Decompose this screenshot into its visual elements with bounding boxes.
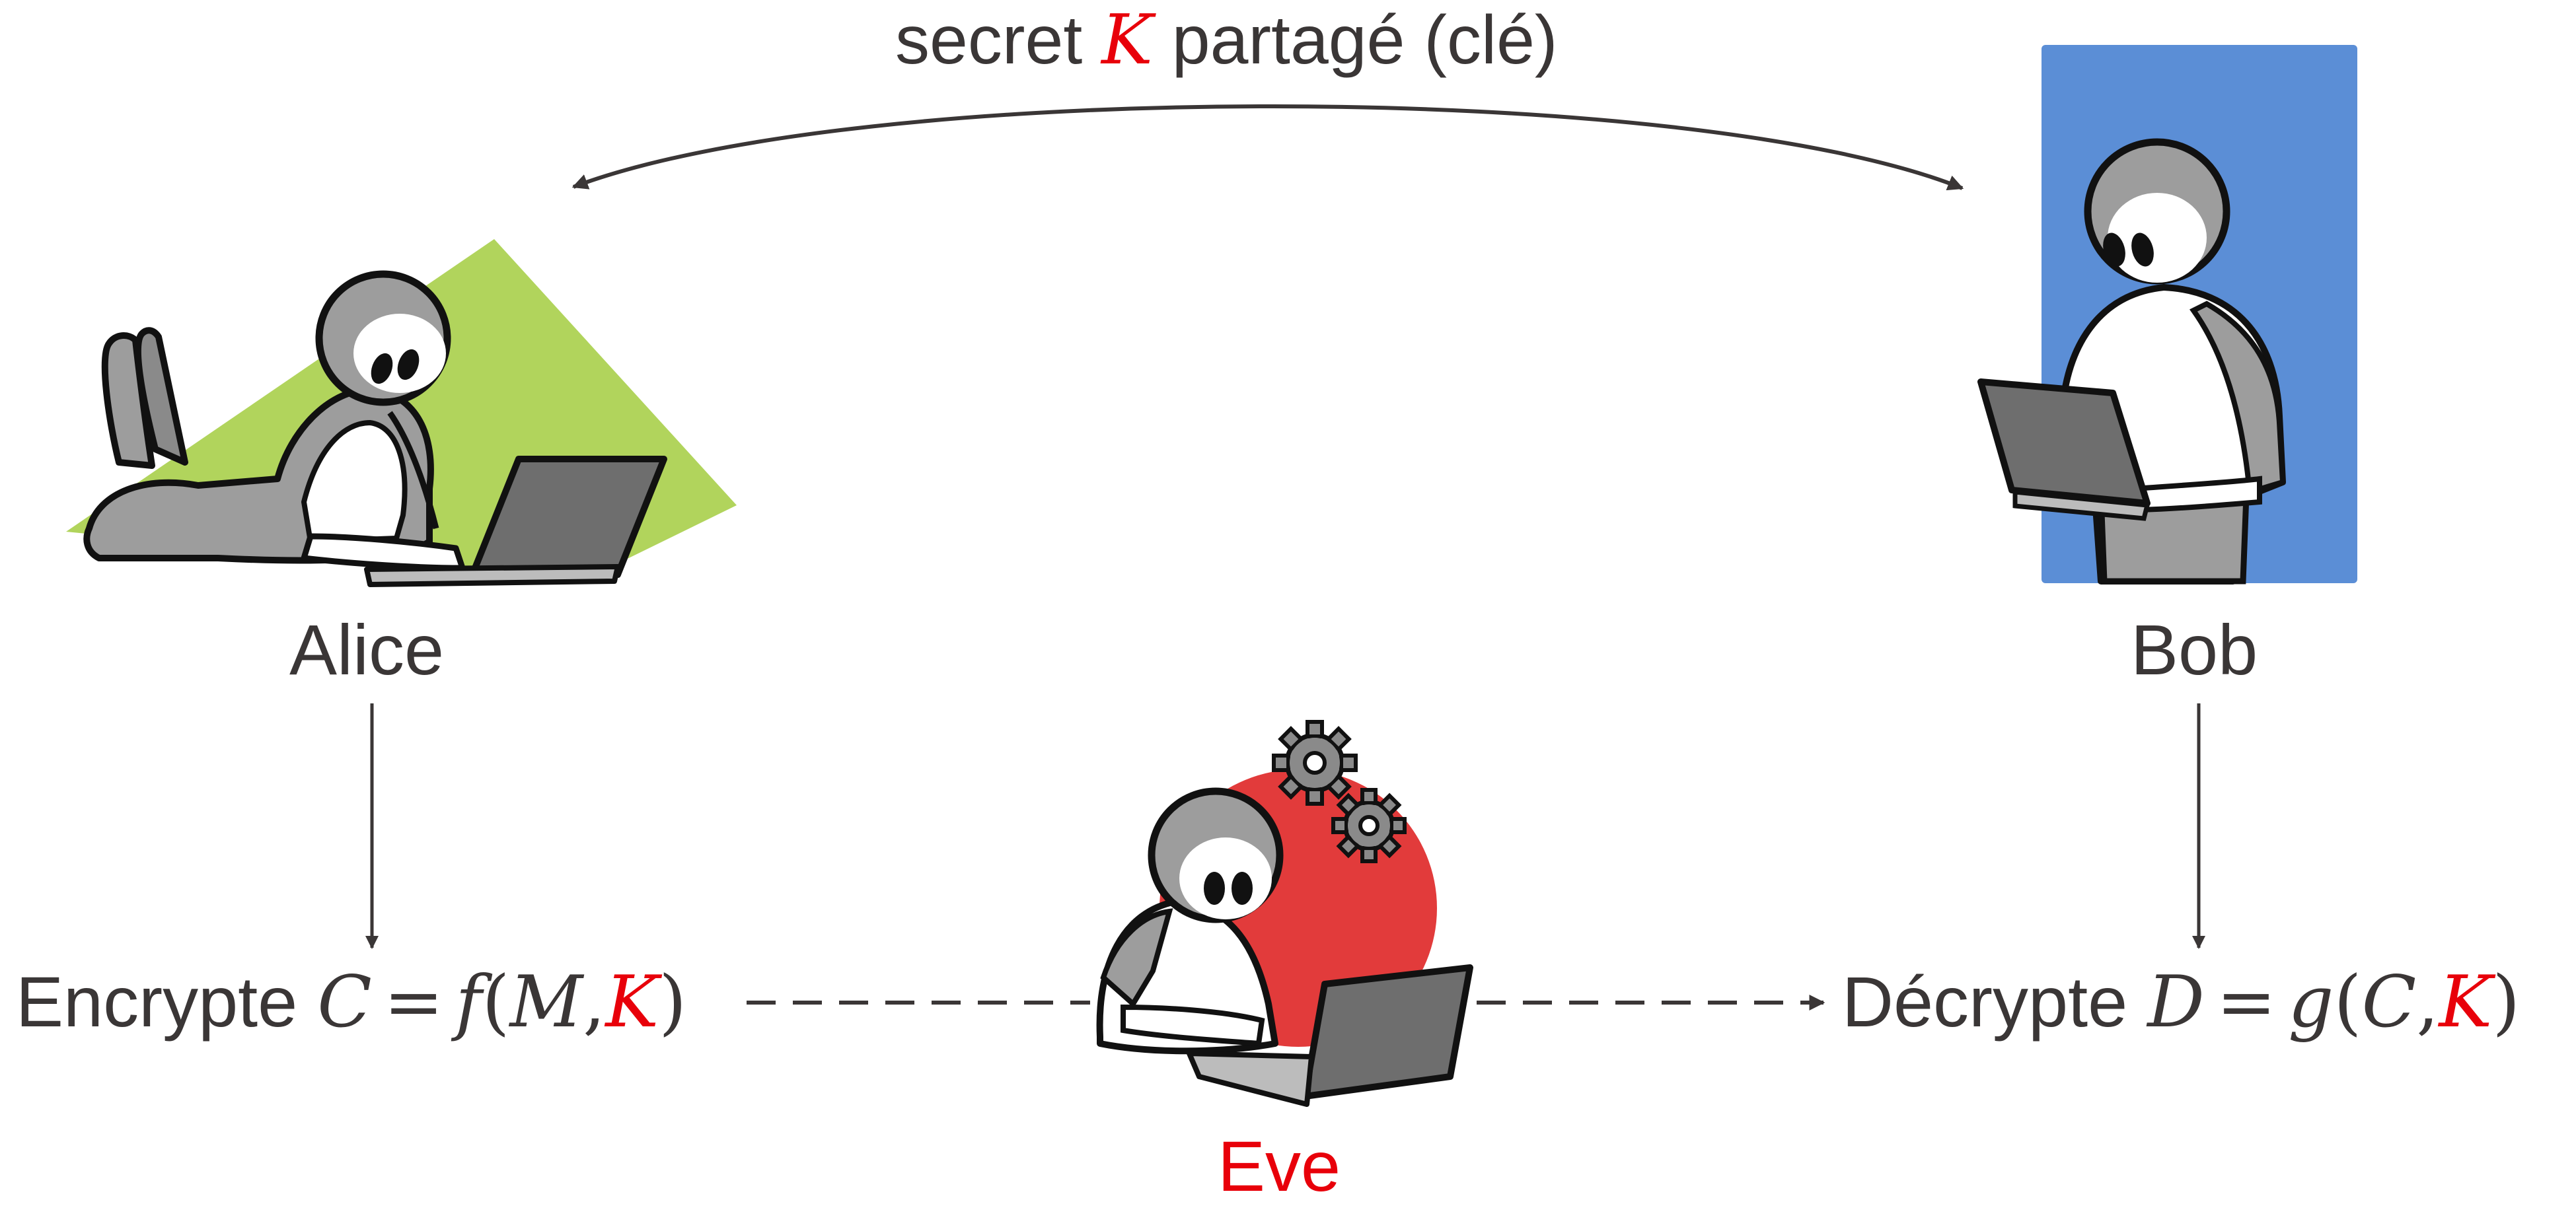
encrypt-lhs: C	[317, 961, 372, 1044]
decrypt-lhs: D	[2147, 961, 2205, 1044]
shared-secret-suffix: partagé (clé)	[1171, 2, 1558, 79]
decrypt-eq: =	[2216, 961, 2277, 1044]
gear-icon	[1331, 788, 1407, 863]
decrypt-arg1: C	[2361, 961, 2417, 1044]
encrypt-arg1: M	[509, 961, 583, 1044]
encrypt-formula: Encrypte C=f(M,K)	[16, 966, 686, 1038]
decrypt-formula: Décrypte D=g(C,K)	[1842, 966, 2520, 1038]
bob-figure	[1977, 45, 2357, 585]
encrypt-comma: ,	[583, 961, 606, 1044]
shared-key-arrow	[571, 104, 1964, 191]
gear-icon	[1272, 720, 1358, 806]
encrypt-fn: f	[455, 961, 482, 1044]
shared-secret-key: K	[1101, 0, 1153, 80]
shared-secret-label: secret K partagé (clé)	[895, 5, 1558, 75]
encrypt-key: K	[605, 961, 659, 1044]
decrypt-word: Décrypte	[1842, 962, 2128, 1042]
bob-label: Bob	[2131, 610, 2258, 690]
alice-label: Alice	[289, 610, 445, 690]
decrypt-fn: g	[2288, 961, 2334, 1044]
decrypt-comma: ,	[2416, 961, 2439, 1044]
encrypt-close: )	[659, 961, 687, 1044]
decrypt-open: (	[2334, 961, 2362, 1044]
eve-figure	[1096, 769, 1473, 1107]
decrypt-close: )	[2492, 961, 2521, 1044]
encrypt-open: (	[482, 961, 510, 1044]
eve-label: Eve	[1218, 1126, 1341, 1206]
alice-figure	[66, 239, 737, 587]
encrypt-word: Encrypte	[16, 962, 298, 1042]
decrypt-key: K	[2439, 961, 2493, 1044]
encrypt-eq: =	[383, 961, 444, 1044]
shared-secret-prefix: secret	[895, 2, 1083, 79]
